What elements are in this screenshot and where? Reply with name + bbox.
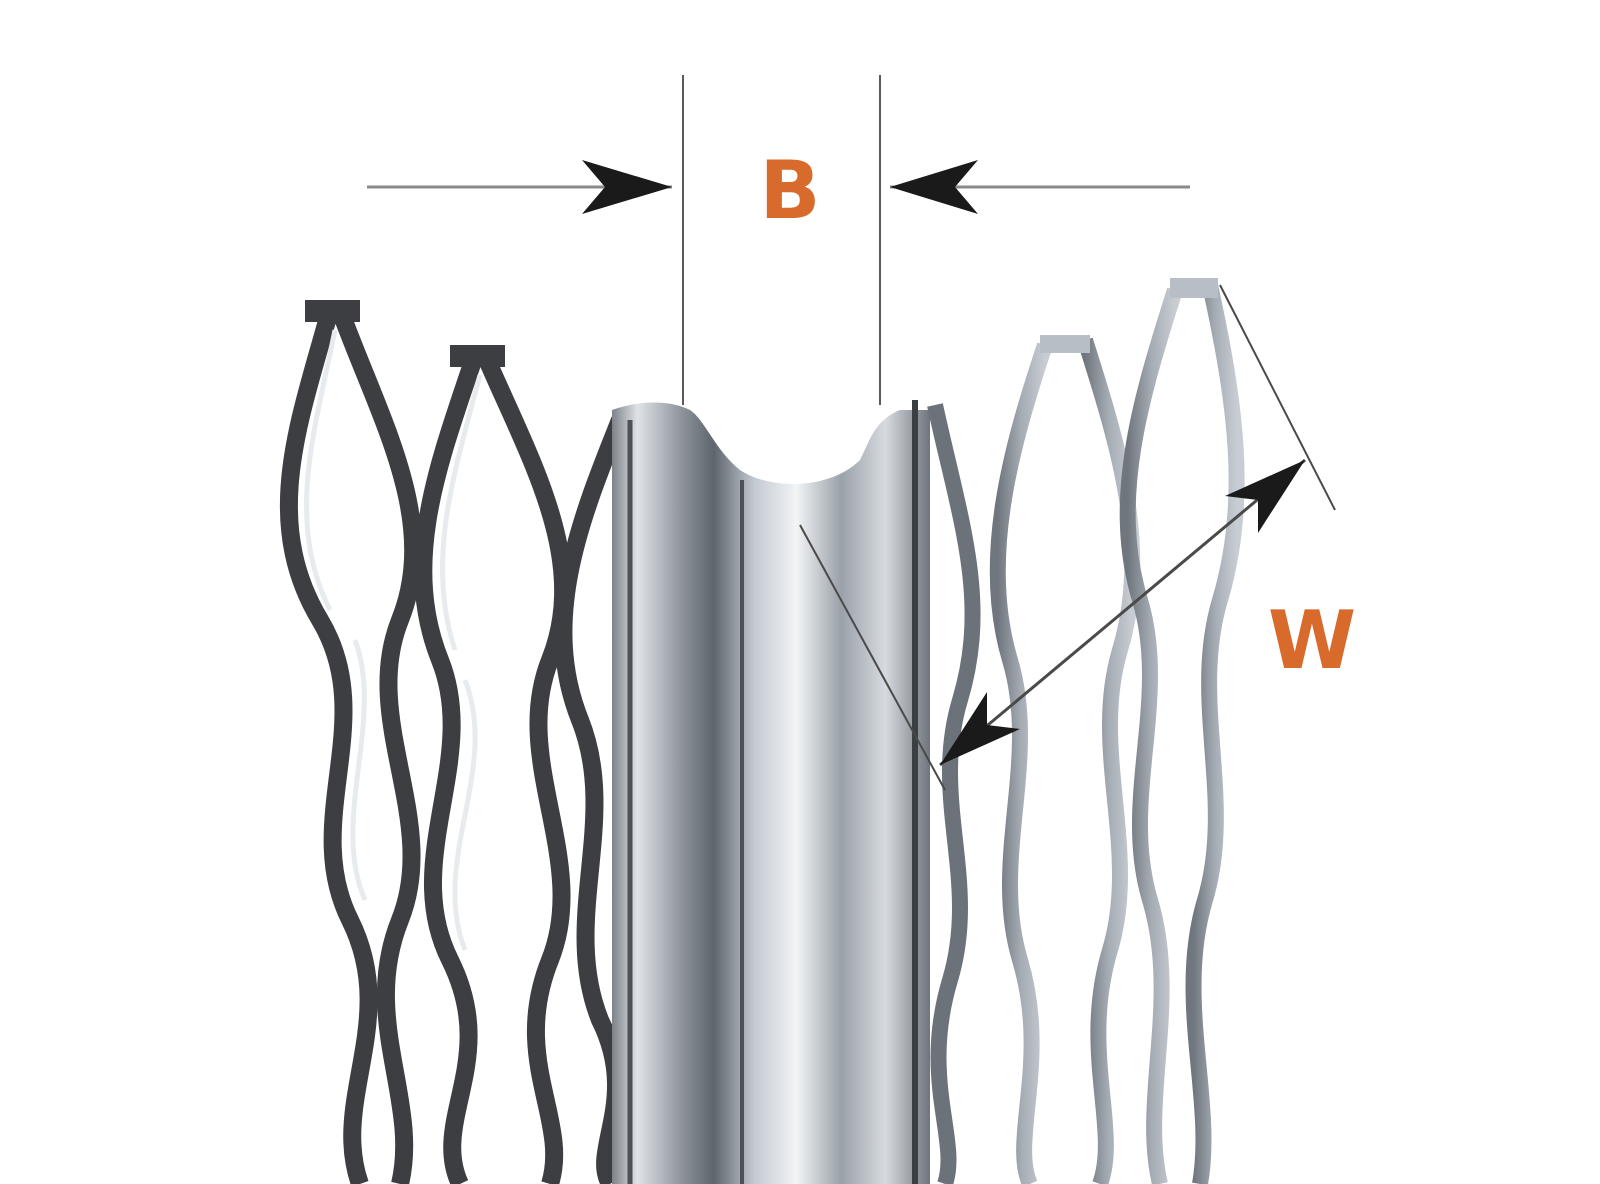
right-mesh-tab bbox=[1040, 335, 1090, 353]
nosing-body bbox=[612, 402, 930, 1184]
left-mesh-strand bbox=[476, 351, 573, 1184]
left-mesh-highlight bbox=[439, 374, 483, 651]
dimension-b: B bbox=[367, 75, 1190, 405]
right-mesh-strand bbox=[927, 403, 981, 1184]
w-arrow-line bbox=[939, 458, 1306, 767]
left-mesh-strand bbox=[331, 306, 423, 1184]
left-mesh-highlight bbox=[452, 679, 478, 951]
left-mesh-strand bbox=[414, 352, 484, 1184]
dimension-w: W bbox=[799, 284, 1356, 791]
left-mesh-strand bbox=[554, 416, 629, 1184]
left-mesh-tab bbox=[450, 345, 505, 367]
b-label: B bbox=[760, 144, 821, 237]
right-mesh-strand bbox=[1185, 283, 1245, 1184]
w-label: W bbox=[1268, 594, 1356, 687]
w-extension-line-inner bbox=[799, 524, 946, 791]
left-mesh-highlight bbox=[304, 329, 338, 612]
b-arrowhead-left bbox=[582, 160, 672, 214]
left-mesh-highlight bbox=[350, 639, 368, 901]
right-mesh-tab bbox=[1170, 278, 1218, 298]
right-mesh-strand bbox=[989, 342, 1053, 1184]
nosing-bead bbox=[612, 400, 930, 1184]
left-mesh-strand bbox=[279, 307, 378, 1184]
right-mesh-strand bbox=[1119, 287, 1183, 1184]
left-mesh-wing bbox=[279, 300, 629, 1184]
b-arrowhead-right bbox=[890, 160, 978, 214]
w-arrowhead-inner bbox=[940, 692, 1020, 765]
right-mesh-wing bbox=[927, 278, 1245, 1184]
left-mesh-tab bbox=[305, 300, 360, 322]
w-arrowhead-outer bbox=[1225, 460, 1305, 533]
w-extension-line-outer bbox=[1219, 284, 1336, 511]
